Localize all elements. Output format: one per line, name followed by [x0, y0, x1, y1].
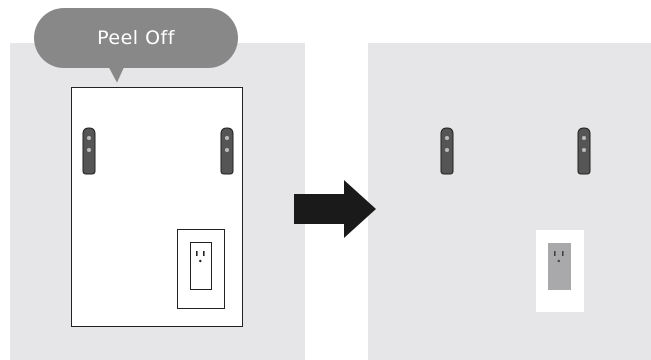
after-wall-panel [368, 43, 651, 360]
power-outlet-icon [548, 243, 571, 290]
mounting-bracket-icon [577, 127, 591, 175]
peel-off-label: Peel Off [97, 27, 175, 49]
power-outlet-icon [190, 242, 212, 290]
right-arrow-icon [294, 180, 376, 242]
mounting-bracket-icon [440, 127, 454, 175]
peel-off-callout-bubble [34, 8, 238, 68]
mounting-bracket-icon [220, 127, 234, 175]
mounting-bracket-icon [82, 127, 96, 175]
